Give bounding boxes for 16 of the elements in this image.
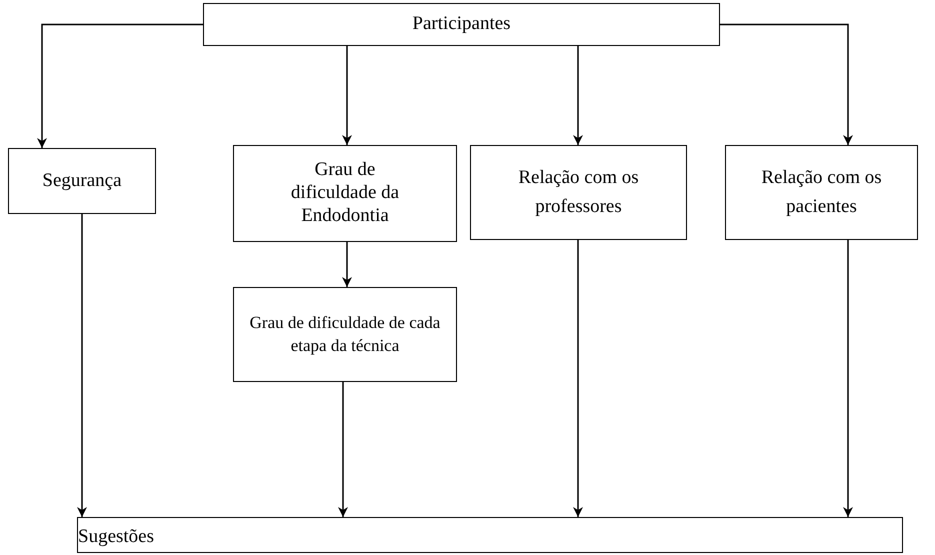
arrow	[573, 240, 583, 517]
arrow	[342, 242, 352, 287]
arrow	[342, 46, 352, 145]
arrow	[843, 240, 853, 517]
arrow	[720, 24, 853, 145]
arrow	[338, 382, 348, 517]
text-box: Segurança	[8, 148, 156, 214]
text-box: Sugestões	[77, 517, 903, 553]
arrow	[37, 24, 203, 148]
text-box: Participantes	[203, 3, 720, 46]
text-box: Relação com os pacientes	[725, 145, 918, 240]
text-box: Relação com os professores	[470, 145, 687, 240]
arrow	[573, 46, 583, 145]
arrow	[77, 214, 87, 517]
text-box: Grau de dificuldade de cada etapa da técnica	[233, 287, 457, 382]
text-box: Grau de dificuldade da Endodontia	[233, 145, 457, 242]
